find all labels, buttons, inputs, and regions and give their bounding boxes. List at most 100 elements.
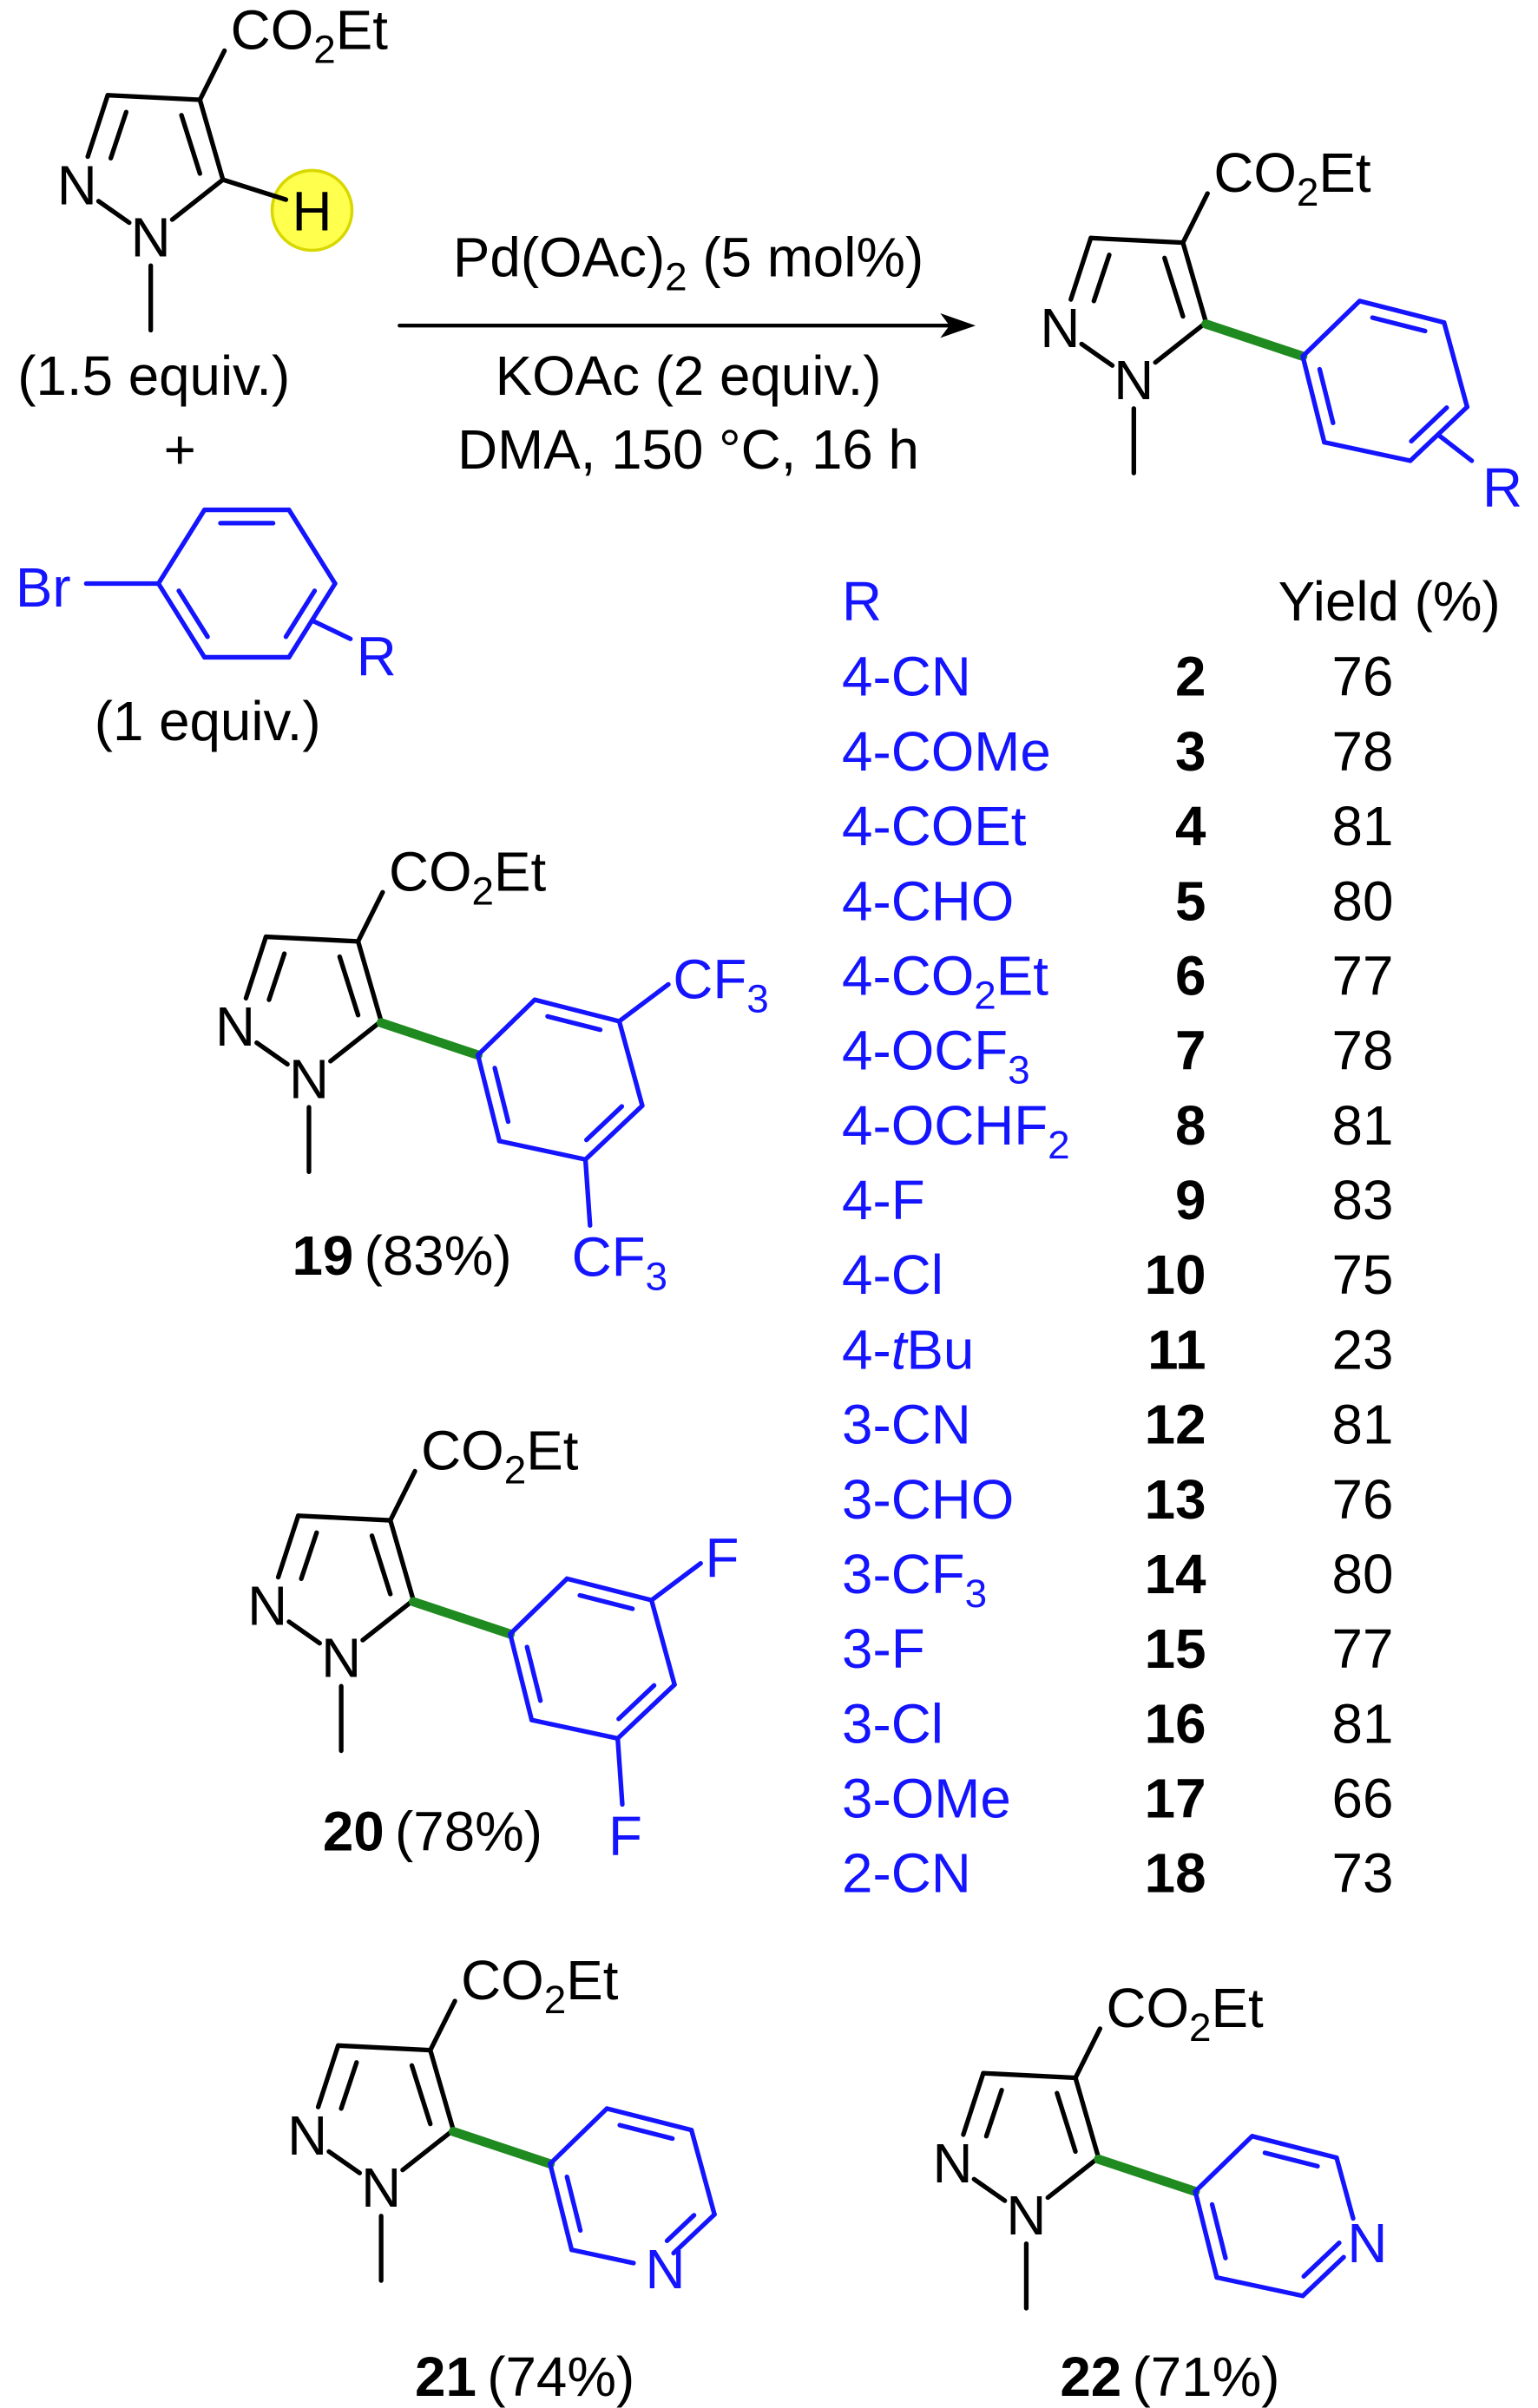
substituent-cell: 4-CO2Et	[842, 944, 1048, 1017]
ring-bond	[1442, 319, 1470, 410]
bromine-label: Br	[16, 556, 71, 619]
substituent-cell: 3-Cl	[842, 1692, 943, 1755]
subscript: 3	[646, 1254, 668, 1299]
substituent-cell: 4-COMe	[842, 720, 1051, 783]
nitrogen-label: N	[1040, 297, 1080, 359]
compound-number: 2	[1175, 646, 1206, 708]
substituent-cell: 4-CN	[842, 646, 971, 708]
header-r: R	[842, 570, 882, 633]
substituent-cell: 4-tBu	[842, 1318, 974, 1381]
subscript: 2	[1297, 169, 1319, 214]
reactant-equiv: (1.5 equiv.)	[17, 344, 290, 407]
substituent-bond	[615, 1735, 625, 1808]
substituent-cell: 3-CHO	[842, 1468, 1014, 1531]
text-part: 4-COMe	[842, 720, 1051, 783]
double-bond	[266, 951, 287, 1002]
compound-number: 10	[1145, 1243, 1206, 1306]
c-h-bond	[220, 177, 289, 202]
yield-cell: 76	[1332, 646, 1394, 708]
compound-yield: (71%)	[1133, 2346, 1280, 2408]
text-part: 4-OCF	[842, 1020, 1008, 1082]
compound-number: 20	[323, 1801, 384, 1863]
ester-bond	[388, 1468, 417, 1523]
substituent-cell: 4-Cl	[842, 1243, 943, 1306]
subscript: 2	[665, 253, 687, 299]
ester-label: CO2Et	[389, 840, 547, 913]
ring-bond	[548, 2161, 575, 2253]
text-part: Pd(OAc)	[453, 226, 665, 289]
bond	[315, 2043, 341, 2109]
compound-yield: (74%)	[487, 2346, 634, 2408]
new-cc-bond	[408, 1597, 516, 1639]
nitrogen-label: N	[1114, 349, 1154, 411]
text-part: Et	[996, 944, 1048, 1007]
bond	[355, 939, 384, 1024]
subscript: 2	[544, 1977, 567, 2022]
highlight-circle	[270, 168, 354, 253]
aryl-bromide-equiv: (1 equiv.)	[95, 690, 321, 752]
ring-bond	[671, 2212, 717, 2256]
r-bond	[309, 618, 353, 641]
yield-cell: 81	[1332, 1094, 1394, 1157]
ring-bond	[286, 507, 338, 587]
ring-bond	[475, 997, 537, 1058]
ring-double-bond	[492, 1066, 511, 1125]
ring-double-bond	[1301, 2241, 1342, 2279]
compound-number: 15	[1145, 1617, 1206, 1680]
ester-bond	[355, 889, 385, 944]
compound-number: 14	[1145, 1543, 1206, 1605]
new-cc-bond	[1201, 319, 1308, 361]
text-part: Et	[526, 1420, 578, 1482]
yield-cell: 73	[1332, 1842, 1394, 1905]
ring-bond	[582, 1103, 645, 1162]
compound-number: 16	[1145, 1692, 1206, 1755]
double-bond	[108, 109, 129, 161]
r-bond	[1436, 432, 1475, 463]
substituent-label: CF3	[572, 1226, 667, 1299]
aromatic-ring	[508, 1576, 677, 1742]
ring-bond	[688, 2128, 717, 2217]
ring-bond	[1357, 299, 1447, 325]
ester-bond	[428, 1998, 457, 2053]
nitrogen-label: N	[289, 1047, 329, 1110]
bond	[295, 1513, 393, 1523]
double-bond	[337, 954, 361, 1018]
substituent-bond	[648, 1560, 703, 1603]
hydrogen-label: H	[292, 180, 332, 242]
bond	[961, 2070, 986, 2137]
substituent-label: F	[608, 1805, 642, 1867]
compound-number: 6	[1175, 944, 1206, 1007]
yield-cell: 83	[1332, 1169, 1394, 1231]
ring-double-bond	[1370, 315, 1428, 334]
bond	[335, 2043, 433, 2053]
ring-double-bond	[577, 1592, 635, 1611]
ring-double-bond	[545, 1014, 603, 1033]
ring-double-bond	[664, 2213, 697, 2243]
nitrogen-label: N	[57, 154, 97, 216]
double-bond	[409, 2063, 433, 2127]
bond	[254, 1040, 290, 1067]
ring-double-bond	[283, 588, 318, 640]
bond	[428, 2047, 456, 2133]
ester-bond	[1073, 2026, 1103, 2081]
text-part: t	[891, 1318, 909, 1381]
ring-bond	[532, 997, 622, 1024]
bond	[326, 2149, 363, 2175]
ring-bond	[1300, 353, 1327, 445]
subscript: 3	[965, 1571, 988, 1616]
text-part: 3-OMe	[842, 1768, 1011, 1830]
compound-caption: 21(74%)	[415, 2346, 634, 2408]
catalyst-conditions: Pd(OAc)2 (5 mol%)	[453, 226, 923, 299]
subscript: 3	[1008, 1047, 1030, 1092]
